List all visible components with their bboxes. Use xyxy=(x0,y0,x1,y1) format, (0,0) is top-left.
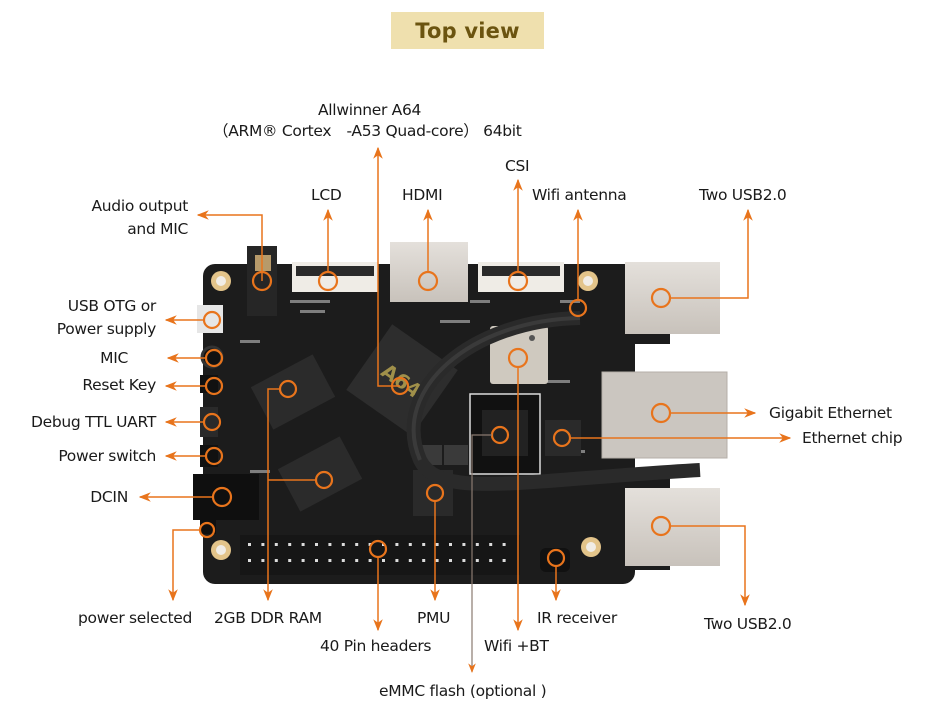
header-pin xyxy=(261,543,265,546)
ir-receiver xyxy=(540,548,570,572)
label-debug-uart: Debug TTL UART xyxy=(31,413,156,431)
label-usb-bottom: Two USB2.0 xyxy=(704,615,792,633)
header-pin xyxy=(355,559,359,562)
label-pin-headers: 40 Pin headers xyxy=(320,637,432,655)
header-pin xyxy=(475,543,479,546)
label-power-selected: power selected xyxy=(78,609,193,627)
label-soc: Allwinner A64 xyxy=(318,101,422,119)
header-pin xyxy=(248,543,251,546)
label-hdmi: HDMI xyxy=(402,186,443,204)
label-wifi-antenna: Wifi antenna xyxy=(532,186,627,204)
label-wifi-bt: Wifi +BT xyxy=(484,637,549,655)
header-pin xyxy=(502,559,506,562)
header-pin xyxy=(315,559,318,562)
label-ir-receiver: IR receiver xyxy=(537,609,617,627)
usb-port-bottom xyxy=(625,488,720,566)
label-usb-otg-2: Power supply xyxy=(56,320,157,338)
leader-lines xyxy=(138,146,792,632)
ethernet-port xyxy=(601,371,728,459)
header-pin xyxy=(449,543,452,546)
label-usb-otg-1: USB OTG or xyxy=(67,297,157,315)
header-pin xyxy=(435,559,439,562)
ddr-chip-1 xyxy=(250,354,336,430)
header-pin xyxy=(449,559,452,562)
label-emmc: eMMC flash (optional ) xyxy=(379,682,547,700)
label-reset-key: Reset Key xyxy=(82,376,156,394)
power-switch xyxy=(200,445,218,467)
header-pin xyxy=(395,559,399,562)
label-csi: CSI xyxy=(505,157,530,175)
header-pin xyxy=(502,543,506,546)
reset-button xyxy=(200,375,218,393)
header-pin xyxy=(274,543,278,546)
header-pin xyxy=(489,543,493,546)
label-soc-detail: （ARM® Cortex -A53 Quad-core） 64bit xyxy=(213,122,522,140)
header-pin xyxy=(341,543,345,546)
mounting-holes xyxy=(211,271,601,560)
label-ddr-ram: 2GB DDR RAM xyxy=(214,609,322,627)
header-pin xyxy=(489,559,493,562)
header-pin xyxy=(422,559,426,562)
header-pin xyxy=(301,559,305,562)
header-pin xyxy=(328,543,332,546)
header-pin xyxy=(368,559,372,562)
label-audio-2: and MIC xyxy=(127,220,188,238)
header-pin xyxy=(462,543,466,546)
header-pin xyxy=(274,559,278,562)
header-pin xyxy=(462,559,466,562)
header-pin xyxy=(301,543,305,546)
header-pin xyxy=(422,543,426,546)
header-pin xyxy=(288,543,292,546)
page-title: Top view xyxy=(415,18,520,43)
header-pin xyxy=(435,543,439,546)
label-usb-top: Two USB2.0 xyxy=(699,186,787,204)
header-pin xyxy=(395,543,399,546)
header-pin xyxy=(475,559,479,562)
label-mic: MIC xyxy=(100,349,128,367)
label-gigabit-ethernet: Gigabit Ethernet xyxy=(769,404,892,422)
label-ethernet-chip: Ethernet chip xyxy=(802,429,903,447)
header-pin xyxy=(261,559,265,562)
header-pin xyxy=(328,559,332,562)
label-dcin: DCIN xyxy=(90,488,128,506)
header-pin xyxy=(408,543,412,546)
header-pin xyxy=(248,559,251,562)
header-pin xyxy=(288,559,292,562)
title-banner: Top view xyxy=(391,12,544,49)
label-audio-1: Audio output xyxy=(91,197,188,215)
header-pin xyxy=(408,559,412,562)
header-pin xyxy=(355,543,359,546)
header-pin xyxy=(341,559,345,562)
label-lcd: LCD xyxy=(311,186,342,204)
header-pin xyxy=(315,543,318,546)
label-pmu: PMU xyxy=(417,609,451,627)
label-power-switch: Power switch xyxy=(58,447,156,465)
header-pin xyxy=(382,559,385,562)
